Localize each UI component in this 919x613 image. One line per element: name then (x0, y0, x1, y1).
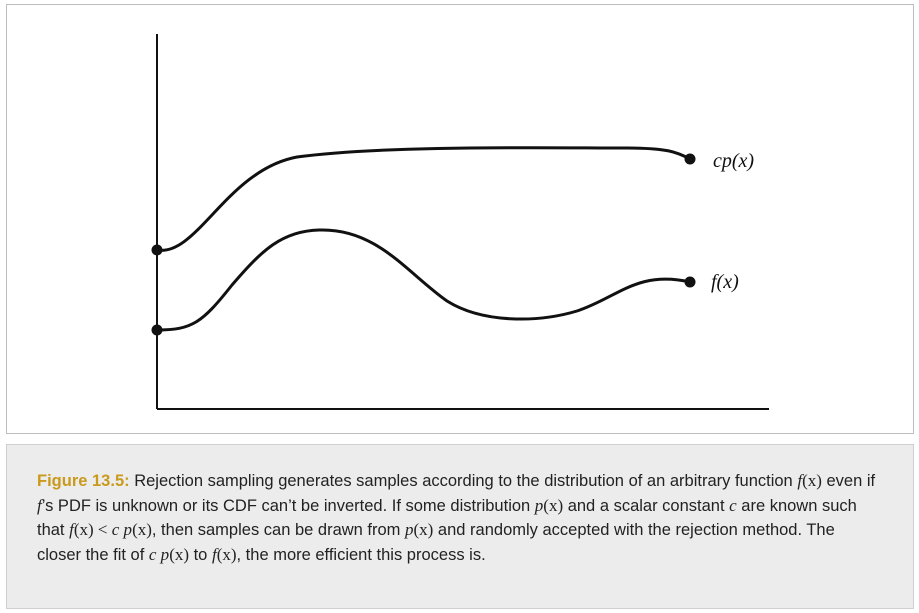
figure-panel: cp(x) f(x) (6, 4, 914, 434)
caption-text: to (189, 545, 212, 564)
upper-curve-start-point (151, 244, 163, 256)
caption-text: ’s PDF is unknown or its CDF can’t be in… (41, 496, 535, 515)
caption-math-arg: (x) (216, 544, 237, 564)
caption-math-f: f (797, 471, 803, 490)
caption-math-arg: (x) (802, 471, 822, 490)
upper-curve-cp (156, 146, 691, 252)
caption-math-c: c (729, 495, 737, 515)
caption-math-arg: (x) (413, 520, 434, 539)
caption-math-cp: c p (111, 520, 133, 539)
lower-curve-end-point (684, 276, 696, 288)
upper-curve-label: cp(x) (713, 150, 754, 172)
caption-math-f: f (211, 544, 217, 564)
lower-curve-label: f(x) (711, 271, 739, 293)
upper-curve-end-point (684, 153, 696, 165)
caption-math-arg: (x) (543, 495, 564, 515)
caption-math-cp: c p (148, 544, 170, 564)
figure-caption: Figure 13.5: Rejection sampling generate… (6, 444, 914, 609)
caption-math-inequality: (x) < (73, 520, 112, 539)
caption-label: Figure 13.5: (37, 472, 130, 490)
lower-curve-start-point (151, 324, 163, 336)
caption-text: and a scalar constant (563, 496, 730, 515)
rejection-sampling-diagram: cp(x) f(x) (151, 34, 769, 410)
caption-math-f: f (69, 520, 74, 539)
caption-math-arg: (x) (169, 544, 190, 564)
caption-text: and randomly accepted with the rejection… (37, 521, 835, 564)
caption-text: even if (821, 472, 876, 490)
caption-math-p: p (534, 495, 544, 515)
lower-curve-f (156, 228, 691, 332)
caption-math-arg: (x) (132, 520, 152, 539)
caption-math-p: p (405, 520, 414, 539)
caption-text: Rejection sampling generates samples acc… (129, 472, 798, 490)
caption-text: are known such that (37, 496, 857, 540)
caption-text: , the more efficient this process is. (236, 545, 486, 564)
caption-math-f: f (37, 495, 42, 515)
caption-text: , then samples can be drawn from (151, 521, 406, 539)
